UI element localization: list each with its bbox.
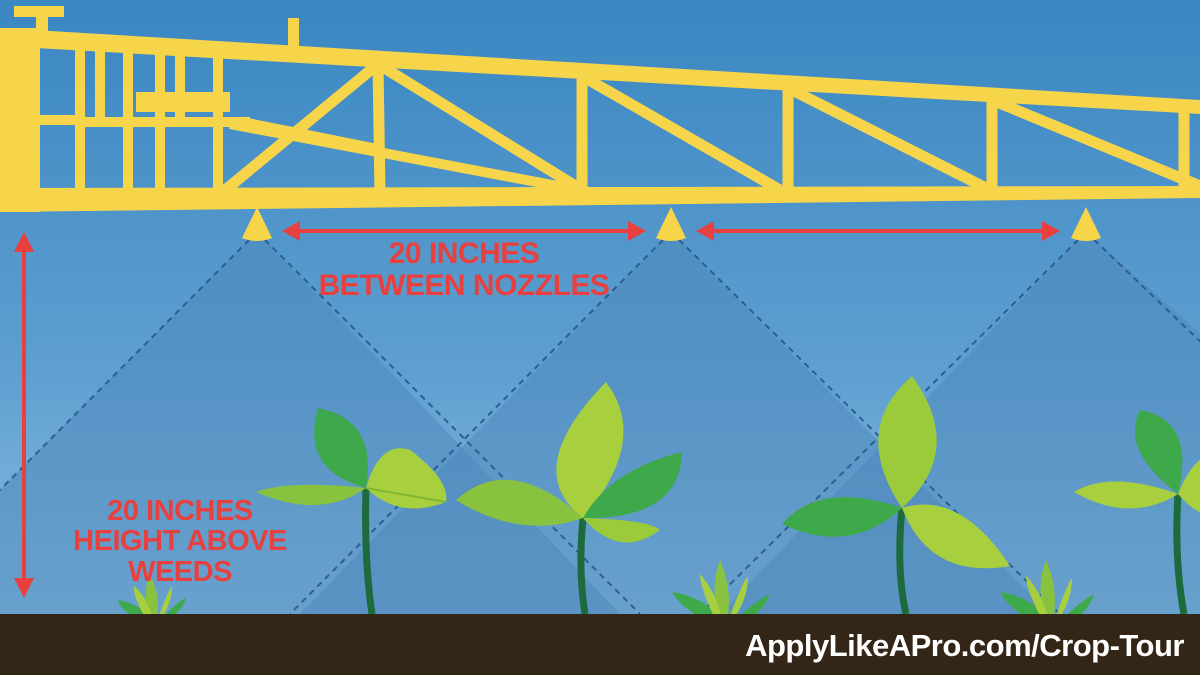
- soybean-seedling: [256, 408, 447, 615]
- nozzle-icon: [656, 207, 686, 241]
- boom-top-chord: [0, 28, 1200, 114]
- double-arrow-icon: [696, 221, 1060, 241]
- nozzle-spacing-line2: BETWEEN NOZZLES: [318, 268, 610, 302]
- soil-ground: [0, 614, 1200, 675]
- soybean-seedling: [456, 382, 682, 615]
- nozzle-spacing-line1: 20 INCHES: [388, 237, 540, 270]
- double-arrow-icon: [282, 221, 646, 241]
- nozzle-spacing-arrows: [282, 221, 1060, 241]
- boom-left-tower: [0, 28, 40, 212]
- height-line1: 20 INCHES: [107, 495, 253, 527]
- soybean-seedling: [782, 376, 1010, 615]
- boom-bottom-chord: [0, 186, 1200, 212]
- nozzle-icon: [242, 207, 272, 241]
- height-label: 20 INCHES HEIGHT ABOVE WEEDS: [20, 495, 340, 588]
- height-arrow: [14, 232, 34, 598]
- sprayer-boom: [0, 6, 1200, 212]
- nozzles: [242, 207, 1101, 241]
- soybean-seedling: [1074, 410, 1200, 615]
- nozzle-icon: [1071, 207, 1101, 241]
- height-line2: HEIGHT ABOVE WEEDS: [73, 525, 287, 588]
- nozzle-spacing-label: 20 INCHES BETWEEN NOZZLES: [314, 238, 614, 301]
- footer-url[interactable]: ApplyLikeAPro.com/Crop-Tour: [745, 628, 1184, 663]
- crop-plants: [256, 376, 1200, 615]
